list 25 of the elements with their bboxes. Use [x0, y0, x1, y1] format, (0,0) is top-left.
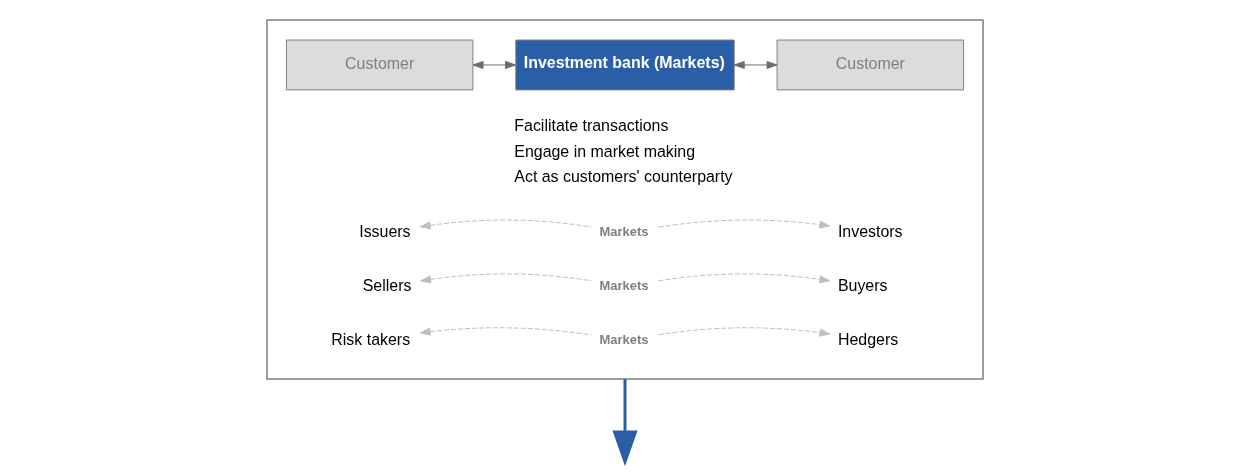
arrow	[658, 273, 831, 284]
node-text: Markets	[599, 277, 649, 293]
arrow	[472, 61, 517, 69]
node-label: Facilitate transactions	[514, 116, 669, 134]
node-text: Issuers	[359, 223, 411, 241]
node-label: Act as customers' counterparty	[514, 168, 733, 186]
node-box: Customer	[776, 39, 965, 91]
node-text: Markets	[599, 223, 649, 239]
arrow	[658, 327, 831, 337]
arrow	[420, 273, 592, 284]
arrow	[612, 379, 638, 467]
arrow	[419, 219, 592, 230]
node-text: Sellers	[362, 277, 412, 295]
node-box: Investment bank (Markets)	[515, 39, 735, 91]
node-text: Hedgers	[837, 331, 899, 349]
node-box: Customer	[285, 39, 474, 91]
arrow	[658, 219, 831, 229]
node-text: Buyers	[837, 277, 888, 295]
arrow	[733, 61, 778, 69]
node-label: Engage in market making	[514, 142, 696, 160]
node-text: Investors	[837, 223, 903, 241]
arrow	[419, 327, 592, 336]
node-text: Risk takers	[331, 331, 411, 349]
node-text: Markets	[599, 331, 649, 347]
cluster	[266, 19, 984, 380]
